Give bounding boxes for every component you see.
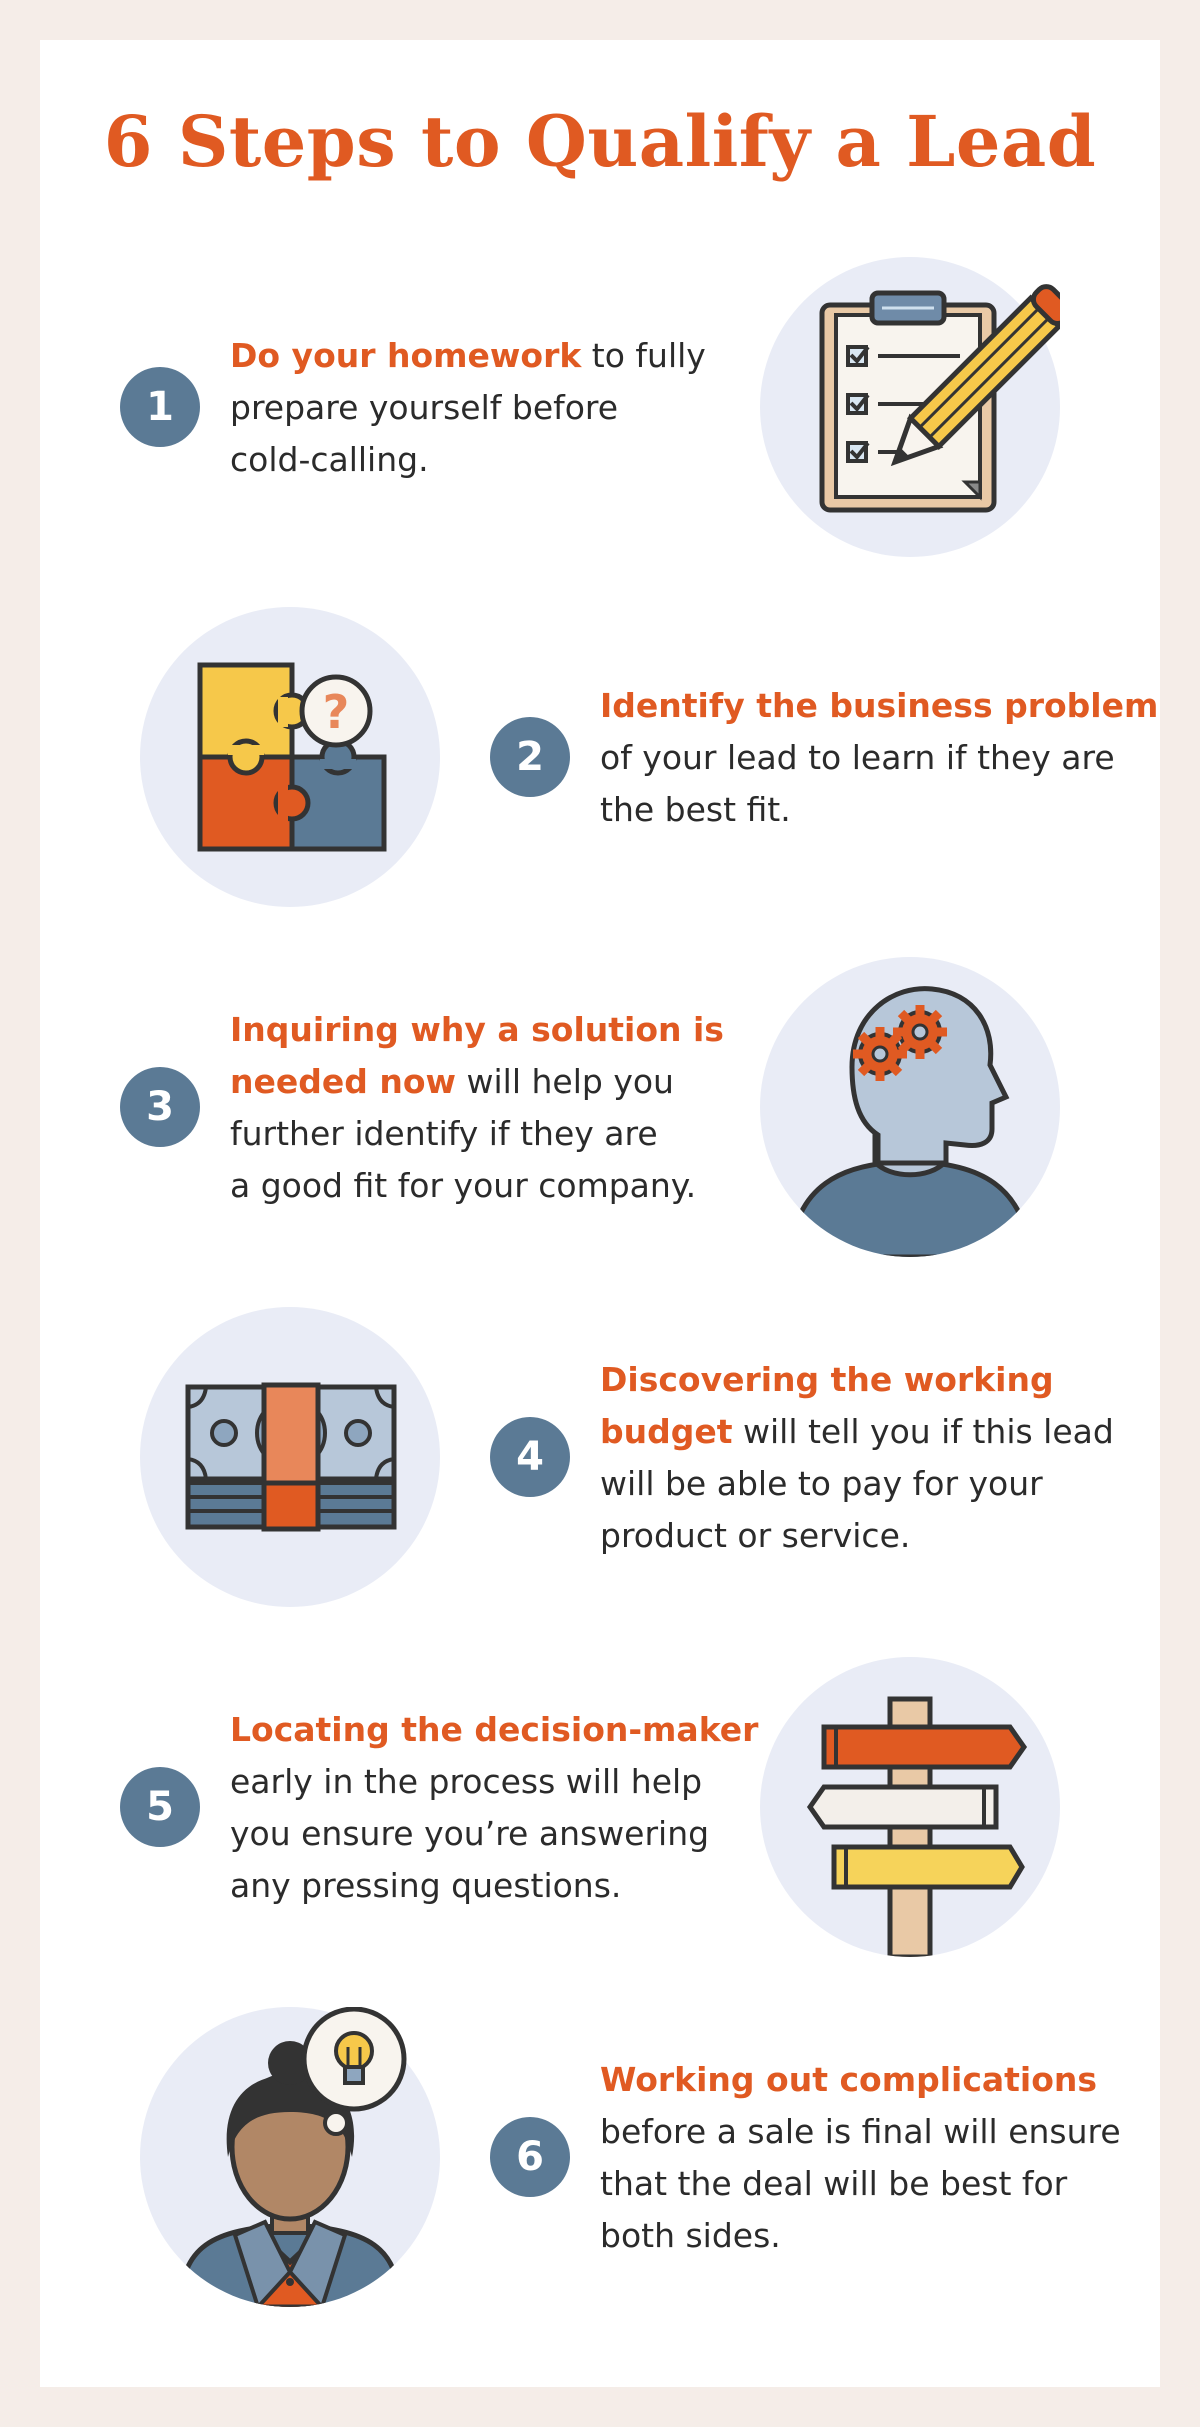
step-6-line-1: before a sale is final will ensure <box>600 2112 1121 2151</box>
head-gears-icon <box>760 957 1060 1257</box>
money-stack-icon <box>140 1307 440 1607</box>
step-4-highlight-2: budget <box>600 1412 733 1451</box>
step-4-line-3: product or service. <box>600 1516 911 1555</box>
step-5-highlight: Locating the decision-maker <box>230 1710 759 1749</box>
step-5-badge: 5 <box>120 1767 200 1847</box>
step-2-highlight: Identify the business problem <box>600 686 1159 725</box>
step-4-badge: 4 <box>490 1417 570 1497</box>
clipboard-pencil-icon <box>760 257 1060 557</box>
step-2-text: Identify the business problem of your le… <box>600 680 1158 836</box>
step-2-line-2: the best fit. <box>600 790 791 829</box>
step-4-highlight-1: Discovering the working <box>600 1360 1054 1399</box>
puzzle-question-icon: ? <box>140 607 440 907</box>
step-1-text: Do your homework to fully prepare yourse… <box>230 330 706 486</box>
step-1-line-1: to fully <box>581 336 706 375</box>
step-3-highlight-2: needed now <box>230 1062 457 1101</box>
step-5-line-1: early in the process will help <box>230 1762 703 1801</box>
step-5-line-2: you ensure you’re answering <box>230 1814 710 1853</box>
step-3-line-3: a good fit for your company. <box>230 1166 697 1205</box>
step-1-badge: 1 <box>120 367 200 447</box>
step-2-badge: 2 <box>490 717 570 797</box>
step-5-line-3: any pressing questions. <box>230 1866 622 1905</box>
step-6-text: Working out complications before a sale … <box>600 2054 1121 2262</box>
svg-text:?: ? <box>323 685 350 739</box>
step-1-highlight: Do your homework <box>230 336 582 375</box>
step-3-highlight-1: Inquiring why a solution is <box>230 1010 724 1049</box>
step-6-line-3: both sides. <box>600 2216 781 2255</box>
signpost-icon <box>760 1657 1060 1957</box>
step-4-line-2: will be able to pay for your <box>600 1464 1043 1503</box>
step-6-highlight: Working out complications <box>600 2060 1098 2099</box>
woman-lightbulb-icon <box>140 2007 440 2307</box>
step-1-line-3: cold-calling. <box>230 440 429 479</box>
step-4-line-1: will tell you if this lead <box>732 1412 1114 1451</box>
page-title: 6 Steps to Qualify a Lead <box>103 100 1097 183</box>
step-1-line-2: prepare yourself before <box>230 388 619 427</box>
step-6-badge: 6 <box>490 2117 570 2197</box>
step-3-text: Inquiring why a solution is needed now w… <box>230 1004 724 1212</box>
step-6-line-2: that the deal will be best for <box>600 2164 1068 2203</box>
step-5-text: Locating the decision-maker early in the… <box>230 1704 758 1912</box>
step-4-text: Discovering the working budget will tell… <box>600 1354 1114 1562</box>
step-2-line-1: of your lead to learn if they are <box>600 738 1115 777</box>
step-3-badge: 3 <box>120 1067 200 1147</box>
step-3-line-1: will help you <box>456 1062 674 1101</box>
step-3-line-2: further identify if they are <box>230 1114 658 1153</box>
